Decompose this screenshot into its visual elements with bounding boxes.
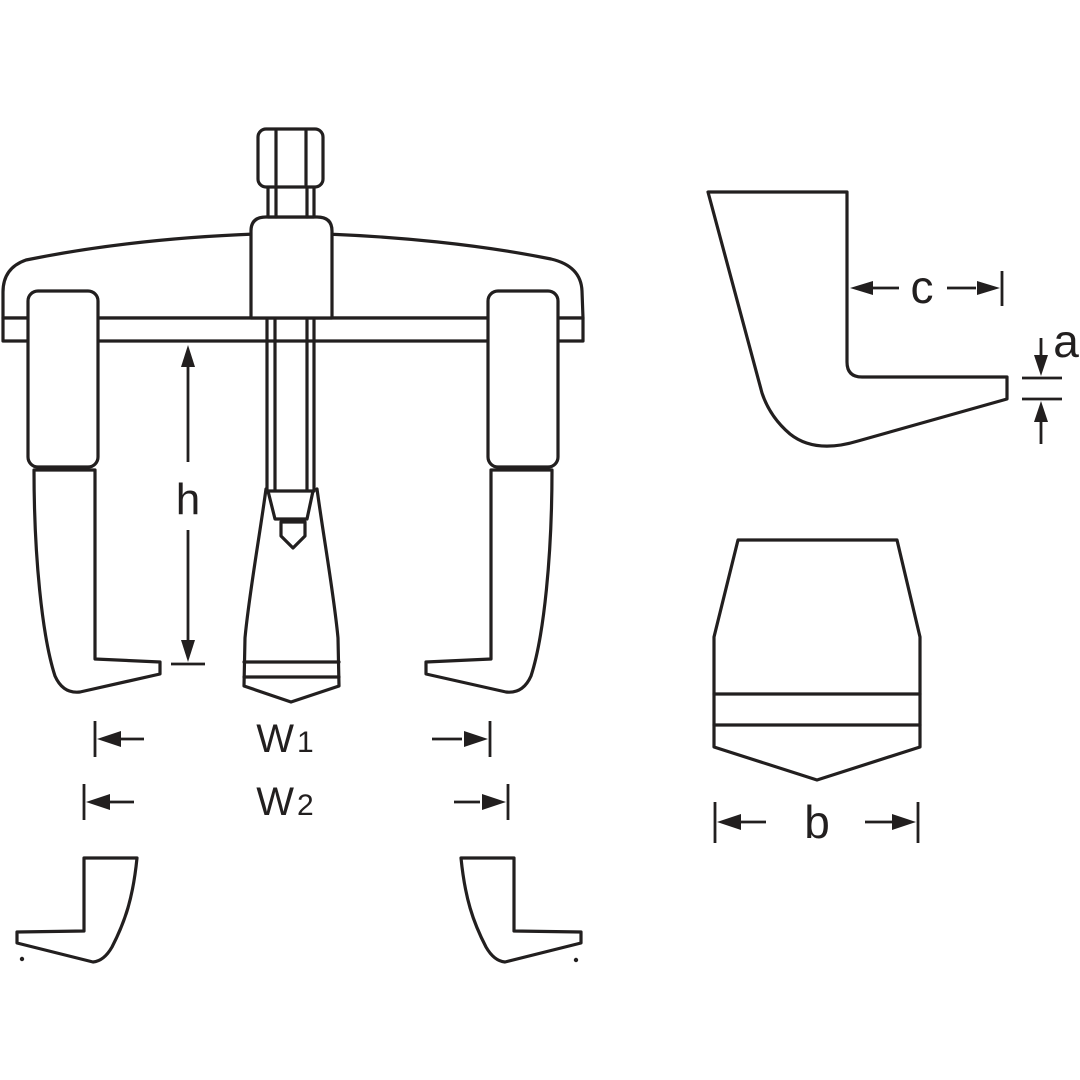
dimension-a: a <box>1022 315 1079 444</box>
c-arrowhead-right <box>977 281 1000 295</box>
spindle-tip-cone <box>242 487 341 704</box>
hex-nut <box>256 127 325 189</box>
dimension-label-a: a <box>1053 315 1079 367</box>
spare-jaw-left <box>15 856 139 964</box>
dimension-c: c <box>850 261 1004 313</box>
right-arm-hook <box>424 468 554 694</box>
spindle-tip-detail-view: b <box>712 538 922 848</box>
dimension-b: b <box>713 796 920 848</box>
center-boss <box>249 215 334 320</box>
a-arrowhead-down <box>1034 355 1048 376</box>
spindle-end-fitting <box>266 489 315 521</box>
puller-front-view <box>1 127 585 704</box>
spare-jaw-profiles <box>15 856 583 964</box>
stray-dot-right <box>573 957 579 963</box>
w2-arrowhead-left <box>86 794 110 810</box>
spindle-point <box>279 520 307 550</box>
spindle-neck <box>266 184 316 219</box>
dimension-h: h <box>171 345 205 666</box>
a-arrowhead-up <box>1034 401 1048 422</box>
dimension-label-b: b <box>804 796 830 848</box>
b-arrowhead-right <box>892 814 916 830</box>
dimension-label-h: h <box>176 475 200 524</box>
left-arm-hook <box>32 468 162 694</box>
jaw-detail-profile <box>706 190 1009 448</box>
spindle-shaft <box>265 318 316 493</box>
h-arrowhead-up <box>181 345 195 367</box>
tip-detail-profile <box>712 538 922 782</box>
stray-dot-left <box>19 956 25 962</box>
b-arrowhead-left <box>717 814 741 830</box>
w1-arrowhead-right <box>464 731 488 747</box>
left-clamp-block <box>26 289 100 469</box>
w2-arrowhead-right <box>482 794 506 810</box>
c-arrowhead-left <box>850 281 873 295</box>
dimension-label-c: c <box>911 261 934 313</box>
h-arrowhead-down <box>181 640 195 662</box>
right-clamp-block <box>486 289 560 469</box>
w1-arrowhead-left <box>97 731 121 747</box>
spare-jaw-right <box>459 856 583 964</box>
jaw-detail-view: c a <box>706 190 1079 448</box>
